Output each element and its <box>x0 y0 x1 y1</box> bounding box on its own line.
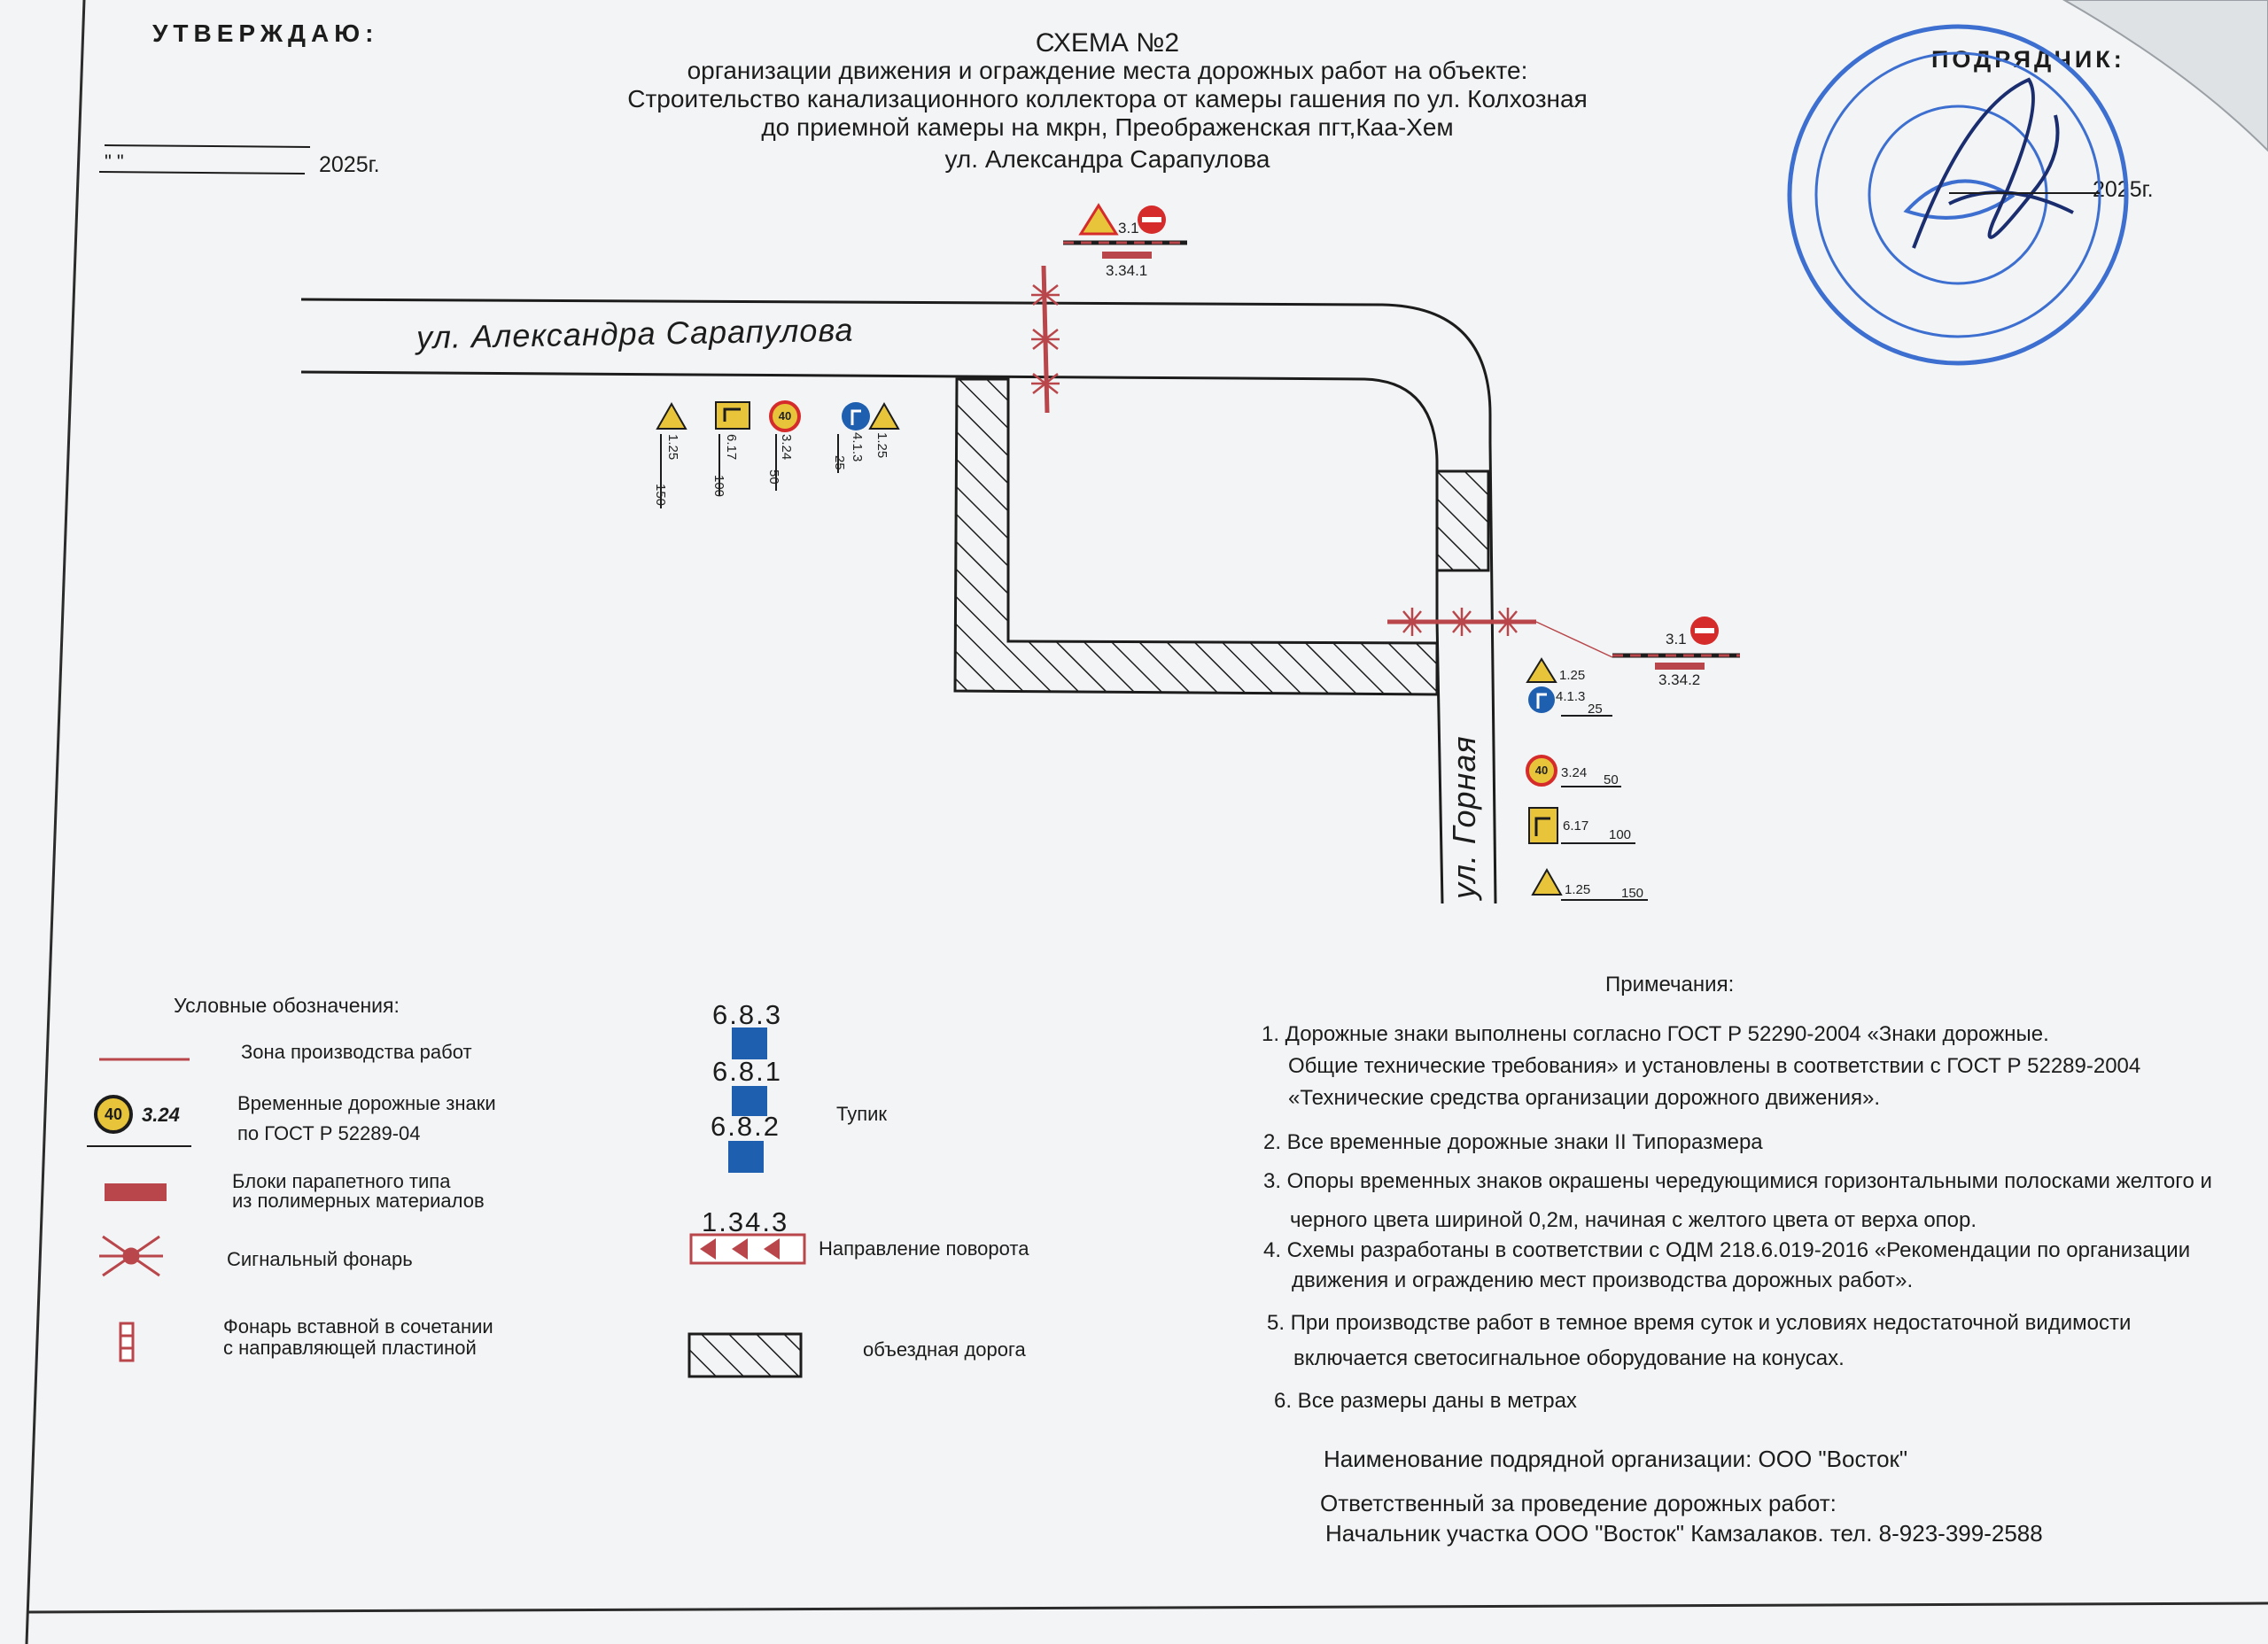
top-sign-code-1: 3.1 <box>1118 220 1139 237</box>
approve-date: 2025г. <box>319 152 380 177</box>
stamp-seal <box>1787 24 2129 366</box>
approve-name-line <box>104 144 311 148</box>
road-outline <box>300 298 1497 904</box>
right-col-dist-4: 100 <box>1609 827 1632 842</box>
dead-end-label: Тупик <box>836 1103 888 1125</box>
legend-symbols <box>87 1028 806 1378</box>
barrier-vertical <box>1031 265 1060 414</box>
title-line-2: Строительство канализационного коллектор… <box>627 85 1588 112</box>
page-frame <box>25 0 2268 1644</box>
signal-lamp-1 <box>1031 284 1060 306</box>
top-sign-code-2: 3.34.1 <box>1106 262 1148 279</box>
right-col-code-4: 6.17 <box>1563 818 1589 834</box>
right-col-code-1: 1.25 <box>1559 668 1586 683</box>
right-col-dist-3: 50 <box>1604 772 1619 787</box>
signal-lamp-2 <box>1031 329 1060 350</box>
left-sign-dist-2: 100 <box>711 475 726 498</box>
legend-work-zone: Зона производства работ <box>241 1041 472 1063</box>
right-col-dist-5: 150 <box>1621 886 1644 901</box>
note-line-4: 2. Все временные дорожные знаки II Типор… <box>1263 1130 1763 1154</box>
note-line-10: включается светосигнальное оборудование … <box>1293 1346 1845 1370</box>
note-line-1: 1. Дорожные знаки выполнены согласно ГОС… <box>1262 1022 2049 1046</box>
note-line-7: 4. Схемы разработаны в соответствии с ОД… <box>1263 1238 2191 1262</box>
left-sign-code-3: 3.24 <box>779 434 794 461</box>
note-line-2: Общие технические требования» и установл… <box>1288 1054 2141 1078</box>
right-col-code-2: 4.1.3 <box>1556 689 1586 704</box>
turn-label: Направление поворота <box>819 1237 1029 1260</box>
approve-date-dots: " " <box>105 151 124 173</box>
right-speed-value: 40 <box>1534 764 1549 777</box>
note-line-3: «Технические средства организации дорожн… <box>1288 1086 1880 1110</box>
note-line-8: движения и ограждению мест производства … <box>1292 1268 1914 1292</box>
legend-parapet-1: Блоки парапетного типа <box>232 1170 451 1192</box>
right-sign-column <box>1526 657 1648 901</box>
left-sign-dist-3: 50 <box>766 469 781 485</box>
legend-insert-lamp-2: с направляющей пластиной <box>223 1337 477 1359</box>
right-sign-group <box>1612 616 1740 670</box>
left-sign-column <box>656 400 900 508</box>
page-curl <box>2062 0 2268 152</box>
left-sign-code-2: 6.17 <box>724 434 739 461</box>
street-name-vertical: ул. Горная <box>1446 735 1482 899</box>
turn-code: 1.34.3 <box>702 1206 789 1237</box>
contractor-label: ПОДРЯДЧИК: <box>1931 46 2125 73</box>
title-line-3: до приемной камеры на мкрн, Преображенск… <box>761 113 1454 141</box>
dead-end-code-1: 6.8.3 <box>712 999 782 1030</box>
legend-insert-lamp-1: Фонарь вставной в сочетании <box>223 1315 493 1338</box>
org-name: Наименование подрядной организации: ООО … <box>1324 1446 1908 1472</box>
note-line-11: 6. Все размеры даны в метрах <box>1274 1389 1577 1413</box>
detour-road <box>953 377 1490 696</box>
left-sign-dist-1: 150 <box>653 484 668 507</box>
notes-title: Примечания: <box>1605 973 1735 996</box>
right-col-dist-2: 25 <box>1588 702 1603 717</box>
barrier-horizontal <box>1387 608 1613 658</box>
right-sign-code-1: 3.1 <box>1666 631 1687 648</box>
right-col-code-5: 1.25 <box>1565 882 1591 897</box>
signal-lamp-3 <box>1031 373 1060 394</box>
legend-speed-value: 40 <box>104 1105 123 1123</box>
signature <box>1912 77 2074 249</box>
left-sign-code-4: 4.1.3 <box>850 432 865 462</box>
right-sign-code-2: 3.34.2 <box>1658 671 1701 688</box>
left-sign-dist-4: 25 <box>832 455 847 470</box>
org-responsible: Ответственный за проведение дорожных раб… <box>1320 1490 1837 1516</box>
note-line-5: 3. Опоры временных знаков окрашены черед… <box>1263 1169 2212 1193</box>
legend-sign-code: 3.24 <box>142 1104 180 1126</box>
scheme-heading: СХЕМА №2 <box>1035 28 1180 58</box>
note-line-9: 5. При производстве работ в темное время… <box>1267 1311 2132 1335</box>
legend-signal-lamp: Сигнальный фонарь <box>227 1248 413 1270</box>
left-speed-value: 40 <box>778 409 792 423</box>
legend-parapet-2: из полимерных материалов <box>232 1190 485 1212</box>
right-col-code-3: 3.24 <box>1561 765 1588 780</box>
street-name-horizontal: ул. Александра Сарапулова <box>416 311 854 356</box>
top-sign-group <box>1063 203 1187 259</box>
legend-temp-signs-2: по ГОСТ Р 52289-04 <box>237 1122 421 1144</box>
title-line-4: ул. Александра Сарапулова <box>944 145 1270 173</box>
dead-end-code-3: 6.8.2 <box>711 1111 781 1142</box>
approve-date-line <box>98 171 306 174</box>
dead-end-code-2: 6.8.1 <box>712 1056 782 1087</box>
contractor-date: 2025г. <box>2093 177 2154 202</box>
left-sign-code-5: 1.25 <box>874 432 889 459</box>
org-manager: Начальник участка ООО "Восток" Камзалако… <box>1325 1520 2043 1547</box>
approve-label: УТВЕРЖДАЮ: <box>152 19 379 47</box>
left-sign-code-1: 1.25 <box>665 434 680 461</box>
legend-title: Условные обозначения: <box>174 994 400 1017</box>
legend-temp-signs-1: Временные дорожные знаки <box>237 1092 496 1114</box>
detour-label: объездная дорога <box>863 1338 1026 1361</box>
note-line-6: черного цвета шириной 0,2м, начиная с же… <box>1290 1208 1977 1232</box>
title-line-1: организации движения и ограждение места … <box>687 57 1528 84</box>
